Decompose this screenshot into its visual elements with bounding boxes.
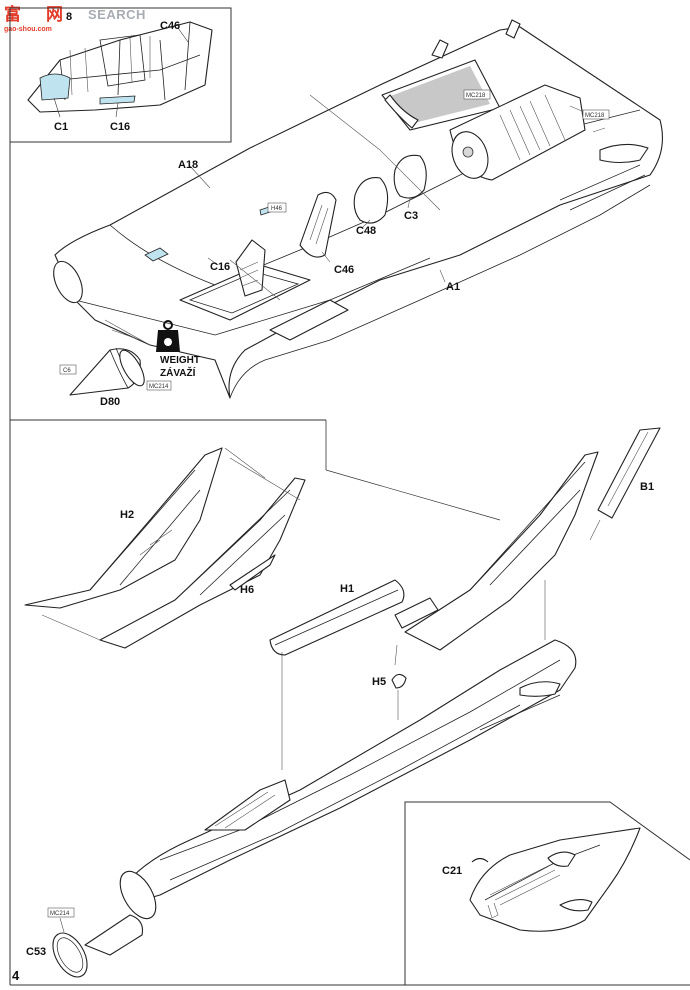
label-b1: B1 [640,481,654,493]
ref-mc218-a: MC218 [466,93,486,99]
part-h5 [391,644,407,689]
label-a18: A18 [178,159,198,171]
watermark-cn-text-2: 网 [46,5,63,25]
inset-bottom-frame [404,801,690,985]
label-h6: H6 [240,584,254,596]
inset-bottom-nose [469,827,641,932]
nose-cone-c53 [52,914,144,978]
fin-assembled [404,451,599,651]
label-c16-inset: C16 [110,121,130,133]
paint-area-c16 [99,95,136,105]
paint-area-c1 [39,73,71,101]
step-top-fuselage [53,19,663,399]
panel-frames [9,7,690,986]
tail-h2-shape [24,447,223,609]
label-h1: H1 [340,583,354,595]
ref-mc218-b: MC218 [585,113,605,119]
bulkhead-c3 [393,154,427,199]
watermark-url: gao-shou.com [4,26,52,33]
bulkhead-c46 [299,191,337,258]
rudder-b1 [597,427,661,519]
inset-top-cockpit: C46 C1 C16 [27,20,213,133]
spine-h1 [269,579,405,656]
weight-label-en: WEIGHT [160,355,200,366]
ref-mc214-top: MC214 [149,384,169,390]
label-c48: C48 [356,225,376,237]
label-d80: D80 [100,396,120,408]
inset-top-frame [9,7,232,143]
label-c21: C21 [442,865,462,877]
watermark-cn-text: 富 [4,4,21,25]
label-c53: C53 [26,946,46,958]
label-c46-inset: C46 [160,20,180,32]
paint-area-c16-main [144,247,169,262]
label-h2: H2 [120,509,134,521]
label-h5: H5 [372,676,386,688]
ref-h46: H46 [271,206,283,212]
assembled-fuselage [119,451,601,920]
watermark-digit: 8 [66,11,72,23]
watermark-brand: SEARCH [88,7,146,22]
weight-label-cz: ZÁVAŽÍ [160,366,196,379]
ring-mc214 [52,932,88,978]
nose-interior-shape [469,827,641,932]
bulkhead-c48 [353,177,389,224]
nose-cone-c53-shape [84,914,144,956]
ref-mc214-bottom: MC214 [50,911,70,917]
label-c3: C3 [404,210,418,222]
nose-cone-d80 [69,347,145,396]
label-c46: C46 [334,264,354,276]
label-a1: A1 [446,281,460,293]
tail-half-h2 [24,447,223,609]
page-number: 4 [12,968,20,983]
tail-half-h6 [99,477,306,649]
ref-c6: C6 [63,368,71,374]
label-c1-inset: C1 [54,121,68,133]
rudder-b1-shape [597,427,661,519]
watermark: 富 网 8 SEARCH gao-shou.com [4,4,146,33]
label-c16: C16 [210,261,230,273]
cockpit-tub-outline [27,21,213,113]
weight-icon [156,320,180,352]
